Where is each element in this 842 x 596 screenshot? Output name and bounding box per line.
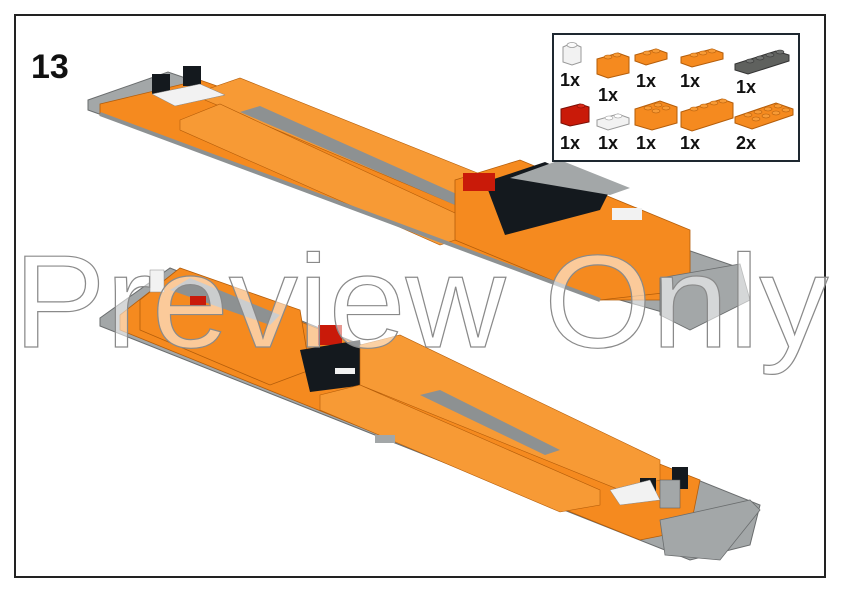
orange-brick-1x2-icon <box>596 52 630 79</box>
white-brick-1x1-icon <box>562 42 582 66</box>
parts-list-callout: 1x 1x 1x 1x 1x 1x 1x <box>552 33 800 162</box>
orange-plate-2x4-icon <box>734 102 794 130</box>
part-qty: 1x <box>560 70 581 90</box>
part-qty: 1x <box>680 133 701 153</box>
part-qty: 1x <box>680 71 701 91</box>
part-qty: 1x <box>736 77 757 97</box>
part-qty: 1x <box>560 133 581 153</box>
bottom-model-assembly <box>99 267 761 561</box>
orange-brick-2x2-icon <box>634 100 678 131</box>
top-model-assembly <box>87 66 751 331</box>
dark-gray-plate-1x4-icon <box>734 49 790 75</box>
orange-plate-1x2-icon <box>634 48 668 66</box>
orange-brick-1x4-icon <box>680 98 734 132</box>
red-brick-1x2-icon <box>560 103 590 127</box>
white-plate-1x2-icon <box>596 113 630 131</box>
step-number: 13 <box>31 48 69 86</box>
part-qty: 1x <box>598 133 619 153</box>
orange-plate-1x3-icon <box>680 48 724 68</box>
part-qty: 1x <box>636 71 657 91</box>
part-qty: 1x <box>598 85 619 105</box>
part-qty: 1x <box>636 133 657 153</box>
part-qty: 2x <box>736 133 757 153</box>
